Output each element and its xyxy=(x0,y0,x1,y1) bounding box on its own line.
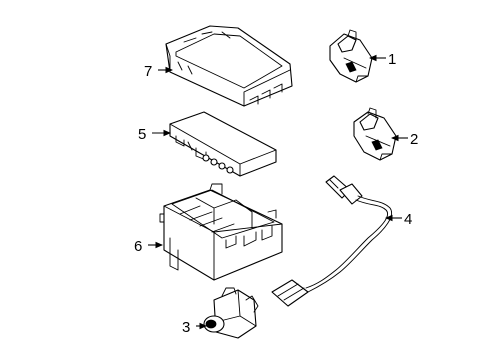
part-5-module xyxy=(169,111,277,177)
part-6-housing xyxy=(159,183,283,281)
callout-7: 7 xyxy=(144,63,152,80)
callout-6: 6 xyxy=(134,238,142,255)
part-1-sensor xyxy=(329,29,373,83)
callout-1: 1 xyxy=(388,51,396,68)
part-2-sensor xyxy=(353,107,397,161)
callout-4: 4 xyxy=(404,211,412,228)
callout-3: 3 xyxy=(182,319,190,336)
part-3-sensor xyxy=(203,287,259,339)
callout-2: 2 xyxy=(410,131,418,148)
callout-5: 5 xyxy=(138,126,146,143)
part-4-cable-sensor xyxy=(271,175,392,307)
part-7-cover xyxy=(165,25,293,107)
